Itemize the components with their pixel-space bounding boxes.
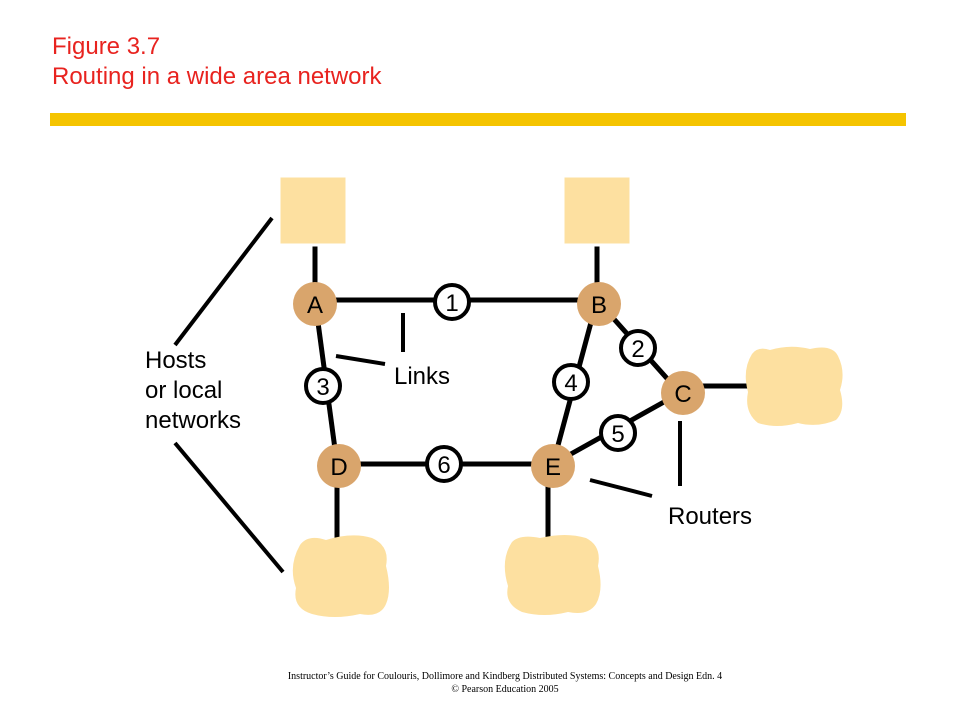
routers-pointer-diagonal	[589, 478, 653, 498]
link-1: 1	[433, 283, 471, 321]
annotation-pointers	[173, 216, 682, 574]
link-5-label: 5	[611, 421, 624, 448]
annotation-labels: Hosts or local networks Links Routers	[145, 347, 752, 530]
link-2-label: 2	[631, 336, 644, 363]
link-6: 6	[425, 445, 463, 483]
hosts-label-line1: Hosts	[145, 347, 206, 374]
host-b	[561, 174, 633, 247]
hosts-label-line3: networks	[145, 407, 241, 434]
host-boxes	[277, 174, 843, 617]
hosts-pointer-upper	[173, 216, 274, 347]
link-6-label: 6	[437, 452, 450, 479]
link-4-label: 4	[564, 370, 577, 397]
router-c: C	[661, 371, 705, 415]
links-label: Links	[394, 363, 450, 390]
router-e: E	[531, 444, 575, 488]
link-1-label: 1	[445, 290, 458, 317]
local-network-c	[745, 346, 843, 426]
router-b: B	[577, 282, 621, 326]
local-network-d	[292, 535, 389, 617]
footer-copyright: © Pearson Education 2005	[451, 684, 559, 695]
router-a: A	[293, 282, 337, 326]
link-4: 4	[552, 363, 590, 401]
routers-label: Routers	[668, 503, 752, 530]
host-a	[277, 174, 349, 247]
routers: A B C D E	[293, 282, 705, 488]
link-3: 3	[304, 367, 342, 405]
router-c-label: C	[674, 381, 691, 408]
router-a-label: A	[307, 292, 323, 319]
router-b-label: B	[591, 292, 607, 319]
figure-number: Figure 3.7	[52, 33, 161, 60]
local-network-e	[504, 535, 601, 615]
figure-caption: Routing in a wide area network	[52, 63, 382, 90]
accent-bar	[50, 113, 906, 126]
footer-credit: Instructor’s Guide for Coulouris, Dollim…	[287, 671, 723, 682]
link-5: 5	[599, 414, 637, 452]
hosts-label-line2: or local	[145, 377, 222, 404]
link-markers: 1 2 3 4 5 6	[304, 283, 657, 483]
figure-title: Figure 3.7 Routing in a wide area networ…	[52, 32, 382, 92]
footer: Instructor’s Guide for Coulouris, Dollim…	[0, 670, 960, 696]
hosts-pointer-lower	[173, 441, 285, 574]
links-pointer-diagonal	[335, 354, 386, 366]
router-d: D	[317, 444, 361, 488]
router-d-label: D	[330, 454, 347, 481]
link-2: 2	[619, 329, 657, 367]
link-3-label: 3	[316, 374, 329, 401]
router-e-label: E	[545, 454, 561, 481]
